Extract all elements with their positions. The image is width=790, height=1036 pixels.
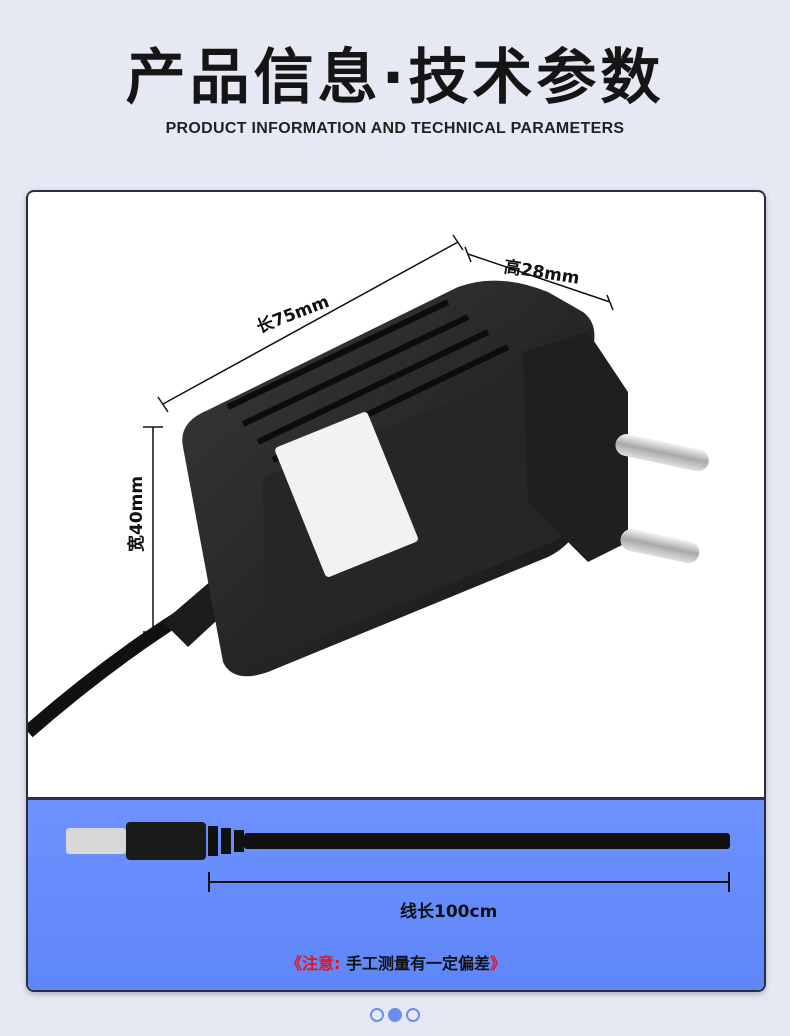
vent-ridges <box>226 299 510 463</box>
dc-plug-cable <box>66 822 730 892</box>
product-card: 长75mm 高28mm 宽40mm 线长100cm 《注意: 手工测量有一定偏差… <box>26 190 766 992</box>
carousel-pager <box>370 1008 422 1022</box>
adapter-photo <box>28 234 709 738</box>
page-subtitle: PRODUCT INFORMATION AND TECHNICAL PARAME… <box>165 120 625 137</box>
note-text: 手工测量有一定偏差 <box>340 954 490 973</box>
pager-dot-1[interactable] <box>370 1008 384 1022</box>
cable-length-label: 线长100cm <box>400 902 498 922</box>
adapter-face <box>263 362 568 654</box>
dimension-lines <box>143 234 614 633</box>
page-title: 产品信息·技术参数 <box>125 43 665 113</box>
cable-length-dimension <box>208 872 730 892</box>
plug-base <box>523 332 628 562</box>
note-suffix: 》 <box>489 954 506 973</box>
dc-barrel-tip <box>66 828 126 854</box>
dc-cable <box>244 833 730 849</box>
dc-plug-housing <box>126 822 206 860</box>
width-dimension-label: 宽40mm <box>127 475 147 552</box>
plug-pin-top <box>615 434 709 472</box>
note-prefix: 《注意: <box>286 954 341 973</box>
pager-dot-2[interactable] <box>388 1008 402 1022</box>
measurement-note: 《注意: 手工测量有一定偏差》 <box>28 950 764 974</box>
plug-pin-bottom <box>620 529 700 564</box>
cable <box>28 606 192 738</box>
label-sticker <box>275 412 418 577</box>
pager-dot-3[interactable] <box>406 1008 420 1022</box>
dc-plug-ribs <box>208 826 244 856</box>
cable-length-panel: 线长100cm 《注意: 手工测量有一定偏差》 <box>28 797 764 990</box>
